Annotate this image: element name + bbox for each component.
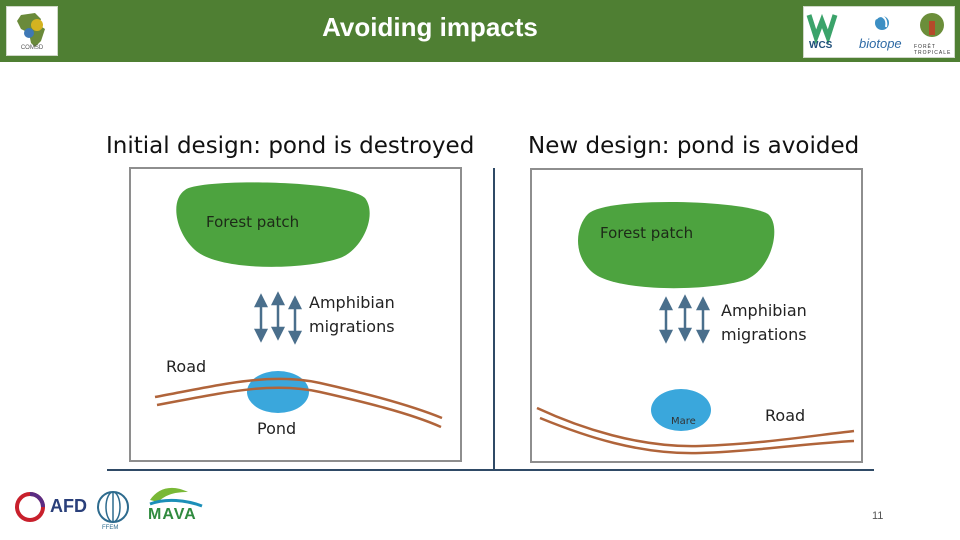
wcs-logo-text: WCS <box>809 40 833 51</box>
left-pond-label: Pond <box>257 419 297 438</box>
biotope-logo-text: biotope <box>859 36 902 51</box>
partner-logos: WCS biotope FORÊT TROPICALE <box>803 6 955 58</box>
left-pond <box>247 371 309 413</box>
right-road-label: Road <box>765 406 806 425</box>
left-road-label: Road <box>166 357 207 376</box>
right-panel-heading: New design: pond is avoided <box>528 133 860 159</box>
ffem-logo-icon <box>97 491 129 523</box>
ffem-logo-text: FFEM <box>102 525 119 531</box>
comsd-logo: COMSD <box>6 6 58 56</box>
right-migration-label-line1: Amphibian <box>721 301 807 320</box>
right-road <box>536 406 855 455</box>
afd-logo-text: AFD <box>50 496 87 516</box>
left-road <box>154 377 443 429</box>
header-bar: COMSD Avoiding impacts WCS biotope FORÊT… <box>0 0 960 62</box>
right-migration-label-line2: migrations <box>721 325 807 344</box>
right-forest-label: Forest patch <box>594 221 700 245</box>
right-migration-arrows-icon <box>658 294 711 344</box>
left-forest-label: Forest patch <box>200 210 306 234</box>
page-title: Avoiding impacts <box>322 12 538 42</box>
right-pond-label: Mare <box>671 416 696 427</box>
afd-logo-icon <box>15 492 45 522</box>
partner-logos-graphic <box>806 13 944 45</box>
left-migration-label-line1: Amphibian <box>309 293 395 312</box>
comsd-logo-text: COMSD <box>20 45 44 51</box>
africa-map-icon <box>17 13 45 47</box>
mava-logo-icon <box>149 487 203 508</box>
right-forest-patch <box>578 201 775 289</box>
mava-logo-text: MAVA <box>148 506 197 523</box>
page-number: 11 <box>872 510 884 522</box>
foret-logo-text: FORÊT TROPICALE <box>914 44 952 56</box>
right-pond <box>651 389 711 431</box>
left-migration-label-line2: migrations <box>309 317 395 336</box>
left-panel-heading: Initial design: pond is destroyed <box>106 133 475 159</box>
left-migration-arrows-icon <box>253 291 303 345</box>
